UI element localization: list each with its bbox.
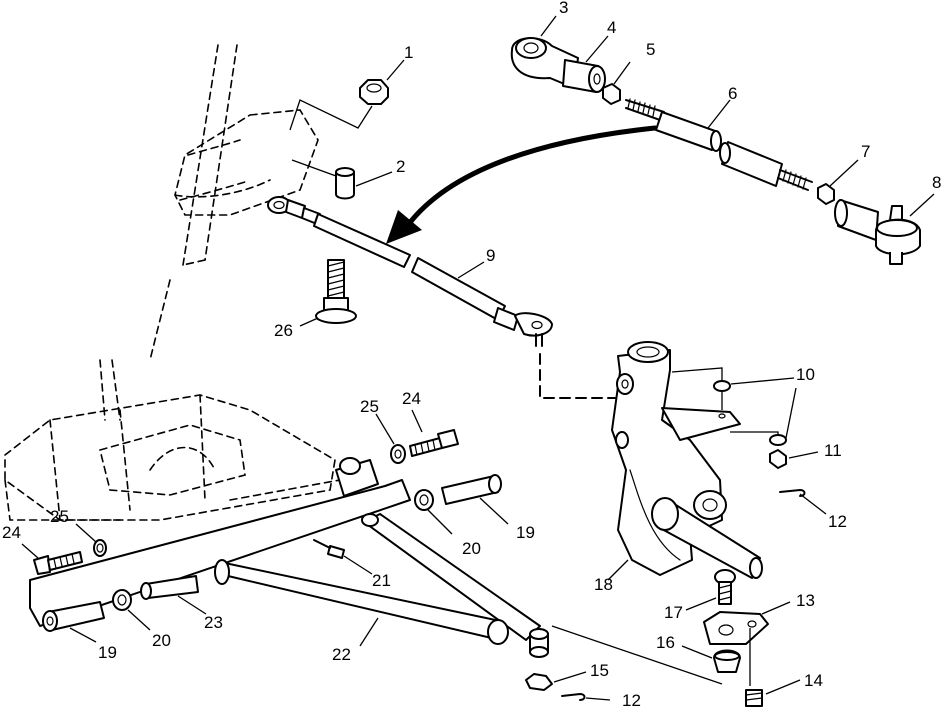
- callout-23: 23: [204, 613, 223, 632]
- callout-12b: 12: [622, 691, 641, 709]
- part-12-cotter-pin-lower: [561, 693, 611, 701]
- callout-15: 15: [590, 661, 609, 680]
- part-12-cotter-pin-upper: [779, 489, 827, 515]
- part-23-pivot-shaft: [140, 575, 207, 615]
- part-21-grease-fitting: [313, 539, 373, 575]
- part-25-washer-upper: [375, 413, 406, 464]
- steering-column-ghost: [99, 44, 319, 421]
- part-15-ball-joint-stud: [525, 625, 723, 691]
- part-18-spindle: [607, 341, 763, 581]
- callout-19a: 19: [516, 523, 535, 542]
- frame-ghost: [4, 394, 341, 521]
- callout-20a: 20: [462, 539, 481, 558]
- part-11-nut: [769, 449, 819, 469]
- callout-12a: 12: [828, 512, 847, 531]
- callout-6: 6: [728, 84, 737, 103]
- part-10-washers: [671, 367, 797, 446]
- callout-11: 11: [824, 441, 842, 460]
- callout-25a: 25: [360, 397, 379, 416]
- part-7-jam-nut: [817, 159, 859, 205]
- part-17-bolt: [685, 569, 736, 611]
- part-20-washer-lower: [112, 589, 151, 631]
- callout-4: 4: [607, 18, 616, 37]
- part-8-ball-joint: [834, 193, 935, 265]
- part-20-washer-upper: [414, 489, 453, 535]
- callout-3: 3: [559, 0, 568, 17]
- direction-arrow: [386, 125, 658, 244]
- part-26-bolt: [299, 259, 357, 327]
- callout-7: 7: [861, 142, 870, 161]
- callout-19b: 19: [98, 643, 117, 662]
- callout-16: 16: [656, 633, 675, 652]
- part-19-sleeve-upper: [441, 474, 509, 525]
- callout-24a: 24: [402, 389, 421, 408]
- part-14-screw: [745, 628, 801, 707]
- part-25-washer-lower: [75, 523, 107, 557]
- part-5-jam-nut: [602, 61, 631, 105]
- part-19-sleeve-lower: [42, 601, 105, 643]
- part-16-cap: [681, 645, 741, 673]
- callout-17: 17: [664, 603, 683, 622]
- part-9-tie-rod-assembly: [267, 196, 616, 399]
- callout-20b: 20: [152, 631, 171, 650]
- part-22-a-arm: [29, 479, 541, 647]
- callout-10: 10: [796, 365, 815, 384]
- callout-25b: 25: [50, 507, 69, 526]
- part-24-bolt-upper: [409, 409, 459, 457]
- callout-13: 13: [796, 591, 815, 610]
- part-13-plate: [703, 601, 791, 645]
- part-3-rod-end: [510, 15, 579, 89]
- part-24-bolt-lower: [21, 543, 83, 575]
- callout-9: 9: [486, 246, 495, 265]
- part-4-jam-sleeve: [562, 35, 609, 93]
- upper-pivot-bushing: [335, 457, 379, 497]
- callout-24b: 24: [2, 523, 21, 542]
- callout-21: 21: [372, 571, 391, 590]
- callout-26: 26: [274, 321, 293, 340]
- part-1-nut: [289, 59, 405, 131]
- callout-18: 18: [594, 575, 613, 594]
- callout-8: 8: [932, 173, 941, 192]
- callout-1: 1: [404, 43, 413, 62]
- part-2-bushing: [291, 159, 393, 200]
- callout-5: 5: [646, 40, 655, 59]
- callout-14: 14: [804, 671, 823, 690]
- callout-22: 22: [332, 645, 351, 664]
- part-6-tie-rod: [625, 98, 813, 191]
- callout-2: 2: [396, 157, 405, 176]
